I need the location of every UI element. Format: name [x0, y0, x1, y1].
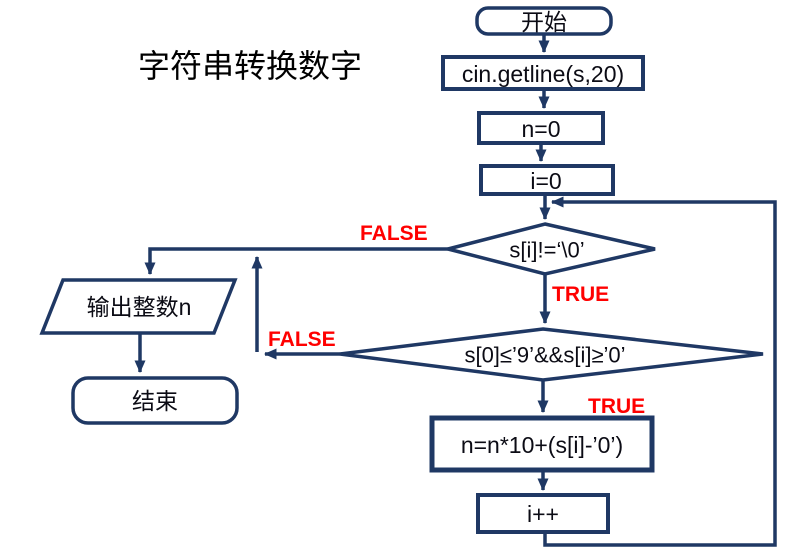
node-cond-end: s[i]!=‘\0’	[447, 222, 656, 276]
edge-increment-loopback	[543, 196, 777, 547]
flowchart-edges	[134, 35, 777, 547]
cond-end-decision-shape	[447, 222, 656, 276]
edge-cond-end-false-to-output	[144, 247, 448, 275]
cond-end-label: s[i]!=‘\0’	[509, 238, 584, 263]
end-label: 结束	[132, 388, 178, 414]
cond-end-false-label: FALSE	[360, 222, 428, 245]
accumulate-process-shape	[429, 415, 655, 473]
increment-label: i++	[527, 501, 559, 527]
node-start: 开始	[475, 6, 613, 36]
end-terminator-shape	[71, 376, 239, 425]
node-cond-digit: s[0]≤’9’&&s[i]≥’0’	[339, 327, 764, 382]
input-label: cin.getline(s,20)	[462, 61, 624, 87]
node-end: 结束	[71, 376, 239, 425]
output-label: 输出整数n	[87, 294, 192, 320]
node-init-i: i=0	[479, 164, 615, 196]
node-increment: i++	[476, 493, 610, 534]
branch-labels: FALSE TRUE FALSE TRUE	[268, 222, 645, 418]
init-n-process-shape	[477, 111, 605, 145]
input-process-shape	[441, 55, 645, 91]
cond-digit-true-label: TRUE	[588, 395, 645, 418]
output-io-shape	[39, 278, 238, 335]
accumulate-label: n=n*10+(s[i]-’0’)	[461, 432, 623, 458]
cond-end-true-label: TRUE	[552, 283, 609, 306]
increment-process-shape	[476, 493, 610, 534]
node-init-n: n=0	[477, 111, 605, 145]
start-label: 开始	[521, 9, 567, 35]
cond-digit-label: s[0]≤’9’&&s[i]≥’0’	[464, 343, 625, 368]
init-i-process-shape	[479, 164, 615, 196]
node-output: 输出整数n	[39, 278, 238, 335]
init-n-label: n=0	[521, 116, 560, 142]
init-i-label: i=0	[530, 168, 561, 194]
node-accumulate: n=n*10+(s[i]-’0’)	[429, 415, 655, 473]
start-terminator-shape	[475, 6, 613, 36]
cond-digit-false-label: FALSE	[268, 328, 336, 351]
diagram-title: 字符串转换数字	[138, 48, 362, 84]
cond-digit-decision-shape	[339, 327, 764, 382]
node-input: cin.getline(s,20)	[441, 55, 645, 91]
